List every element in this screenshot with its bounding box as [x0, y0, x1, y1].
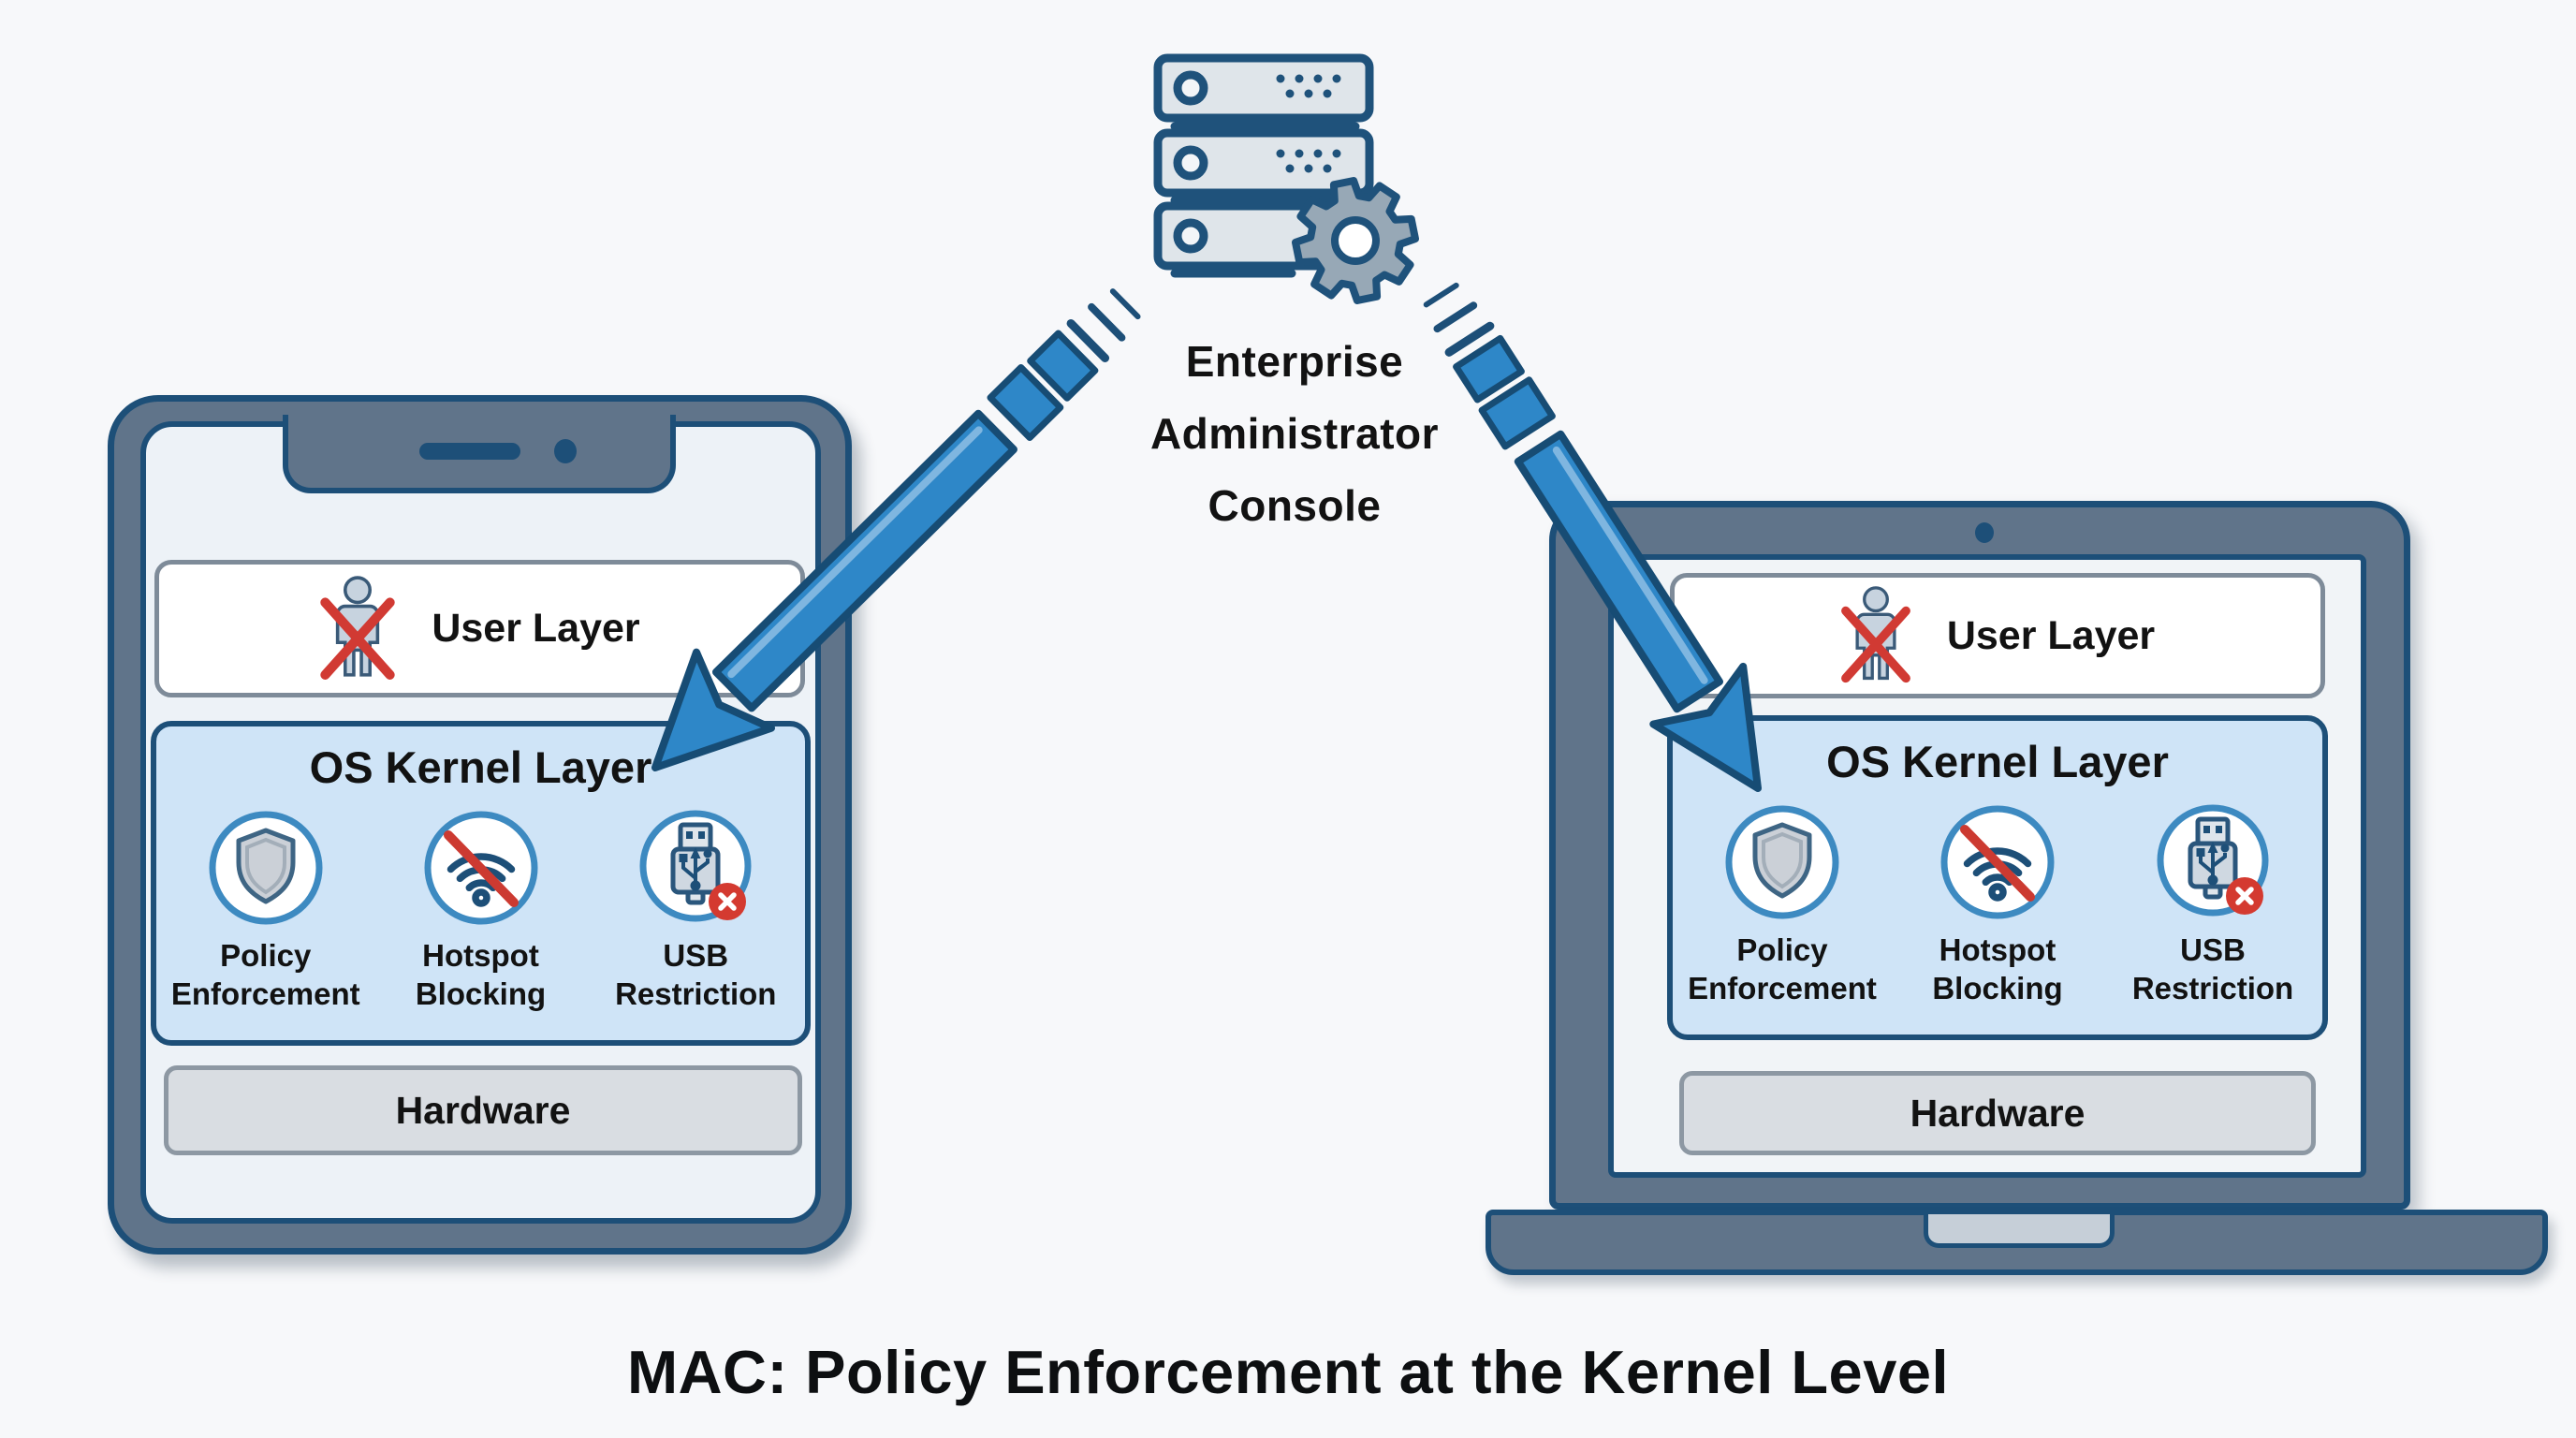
laptop-kernel-layer: OS Kernel Layer Policy Enforcement Hotsp… [1667, 715, 2328, 1040]
feature-label: Hotspot Blocking [415, 938, 547, 1011]
no-user-icon [319, 576, 396, 682]
phone-hardware-layer: Hardware [164, 1065, 802, 1155]
feature-policy-enforcement: Policy Enforcement [1676, 802, 1888, 1007]
no-user-icon [1840, 586, 1911, 685]
console-label-line: Enterprise [1185, 337, 1404, 386]
usb-blocked-icon [2153, 802, 2273, 922]
feature-policy-enforcement: Policy Enforcement [160, 808, 372, 1013]
feature-hotspot-blocking: Hotspot Blocking [375, 808, 587, 1013]
phone-user-layer-label: User Layer [432, 606, 640, 651]
feature-label: Policy Enforcement [170, 938, 360, 1011]
speaker-slot [419, 443, 520, 460]
feature-usb-restriction: USB Restriction [590, 808, 801, 1013]
feature-label: Policy Enforcement [1688, 932, 1877, 1005]
feature-label: Hotspot Blocking [1932, 932, 2063, 1005]
feature-label: USB Restriction [2131, 932, 2294, 1005]
laptop-kernel-features: Policy Enforcement Hotspot Blocking [1673, 802, 2322, 1007]
phone-user-layer: User Layer [154, 560, 805, 697]
console-label-line: Administrator [1149, 409, 1440, 458]
camera-dot [554, 439, 577, 463]
laptop-screen: User Layer OS Kernel Layer Policy Enforc… [1608, 554, 2366, 1178]
server-led-dots [1276, 74, 1341, 173]
laptop-kernel-layer-title: OS Kernel Layer [1826, 737, 2169, 786]
shield-icon [1722, 802, 1842, 922]
shield-icon [206, 808, 326, 928]
laptop-hardware-label: Hardware [1910, 1091, 2086, 1135]
laptop-device: User Layer OS Kernel Layer Policy Enforc… [1549, 501, 2410, 1210]
laptop-user-layer: User Layer [1670, 573, 2325, 698]
smartphone-notch [283, 415, 676, 493]
wifi-blocked-icon [421, 808, 541, 928]
phone-kernel-features: Policy Enforcement Hotspot Blocking USB [156, 808, 805, 1013]
laptop-hardware-layer: Hardware [1679, 1071, 2316, 1155]
feature-hotspot-blocking: Hotspot Blocking [1892, 802, 2103, 1007]
laptop-base-notch [1924, 1214, 2115, 1248]
phone-kernel-layer: OS Kernel Layer Policy Enforcement Hotsp… [151, 721, 811, 1046]
console-label: Enterprise Administrator Console [1042, 326, 1547, 542]
laptop-user-layer-label: User Layer [1946, 612, 2156, 658]
wifi-blocked-icon [1938, 802, 2057, 922]
feature-label: USB Restriction [615, 938, 777, 1011]
phone-hardware-label: Hardware [395, 1088, 571, 1132]
camera-dot [1975, 522, 1994, 543]
feature-usb-restriction: USB Restriction [2107, 802, 2319, 1007]
server-stack-icon [1153, 53, 1419, 304]
phone-kernel-layer-title: OS Kernel Layer [309, 742, 652, 792]
usb-blocked-icon [636, 808, 755, 928]
laptop-base [1486, 1210, 2548, 1275]
page-title: MAC: Policy Enforcement at the Kernel Le… [626, 1338, 1950, 1406]
console-label-line: Console [1208, 481, 1382, 530]
smartphone-device: User Layer OS Kernel Layer Policy Enforc… [108, 395, 852, 1255]
gear-icon [1292, 177, 1419, 304]
